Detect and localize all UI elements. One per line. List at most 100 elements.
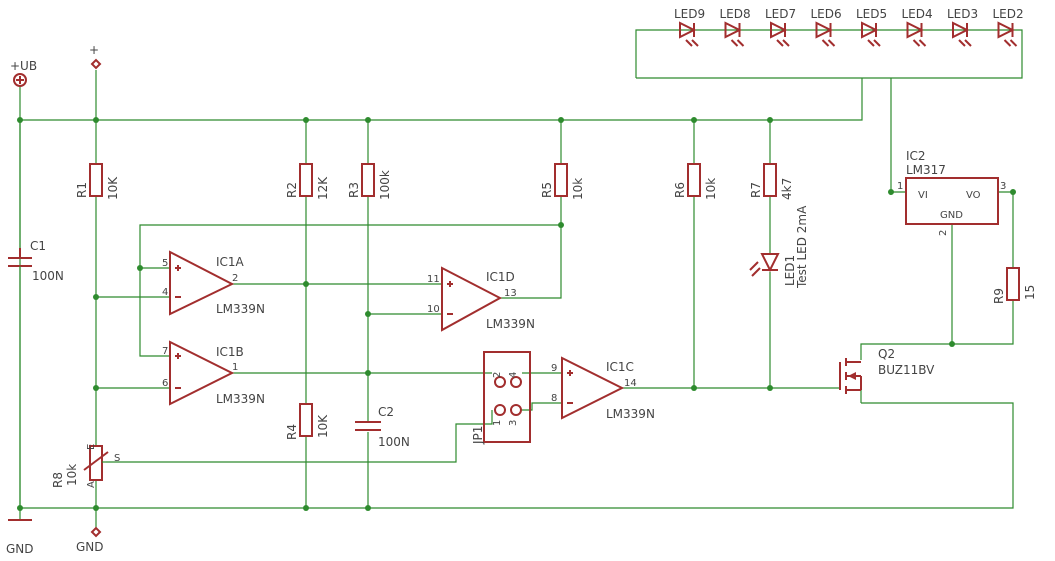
jp1-pin-label: 2 [492,372,503,378]
junction-dot [303,281,309,287]
r3-value: 100k [378,170,392,200]
led-ray-icon [782,39,790,47]
led-led2: LED2 [993,7,1024,47]
comparator-ic1b: 7 6 1 IC1B LM339N [162,340,265,406]
led-diode-icon [815,21,833,39]
ic2-vi: VI [918,190,928,201]
ub-label: +UB [10,59,37,73]
ic1b-pin-minus: 6 [162,378,168,389]
wire-wiper-jp1 [106,410,493,463]
junction-dot [365,505,371,511]
ic2-vo: VO [966,190,981,201]
comparator-ic1c: 9 8 14 IC1C LM339N [551,356,655,421]
ic2-gnd: GND [940,210,963,221]
ic2-pin3: 3 [1000,181,1006,192]
ic1d-pin-plus: 11 [427,274,440,285]
ic1c-pin-plus: 9 [551,363,557,374]
r4-value: 10K [316,414,330,438]
potentiometer-r8: R8 10k E A S [51,444,120,488]
led-ray-icon [1003,39,1012,47]
r8-pin-e: E [86,444,97,450]
r8-pin-a: A [86,481,97,488]
resistor-r9: R9 15 [992,267,1037,304]
jp1-name: JP1 [471,426,485,445]
led-label: LED8 [720,7,751,21]
gnd-left-label: GND [6,542,34,556]
wire-r9-bottom [860,300,1014,360]
wires [19,29,1023,528]
q2-part: BUZ11BV [878,363,935,377]
led-ray-icon [964,39,972,47]
r7-value: 4k7 [780,178,794,200]
ic1b-pin-out: 1 [232,362,238,373]
led-ray-icon [958,39,966,47]
led-led3: LED3 [947,7,978,47]
led-ray-icon [730,39,739,47]
led-ray-icon [736,39,745,47]
led-label: LED9 [674,7,705,21]
r1-value: 10K [106,176,120,200]
r2-name: R2 [285,182,299,198]
led1-diode-icon [760,253,780,273]
junction-dot [303,117,309,123]
junction-dot [365,311,371,317]
wire-ic2-in [890,78,905,193]
capacitor-c1: C1 100N [8,239,64,508]
c2-value: 100N [378,435,410,449]
ic1c-name: IC1C [606,360,634,374]
led-led9: LED9 [674,7,705,47]
ic1c-pin-minus: 8 [551,393,557,404]
wire-feedback [139,224,561,357]
ic1c-triangle-icon [561,356,625,420]
junction-dot [558,222,564,228]
q2-name: Q2 [878,347,895,361]
junction-dot [691,117,697,123]
r7-name: R7 [749,182,763,198]
led-diode-icon [952,21,970,39]
ic1a-part: LM339N [216,302,265,316]
junction-dot [767,385,773,391]
resistor-r4: R4 10K [285,403,330,440]
led-label: LED3 [947,7,978,21]
wire-ic2-out [998,191,1014,268]
led-ray-icon [867,39,875,47]
led-label: LED5 [856,7,887,21]
gnd-right-label: GND [76,540,104,554]
jp1-pin-icon [510,376,522,388]
junction-dot [93,117,99,123]
led-label: LED4 [902,7,933,21]
r9-value: 15 [1023,285,1037,300]
junction-dot [303,505,309,511]
ub-symbol-icon [13,73,27,87]
junction-dot [767,117,773,123]
led-led6: LED6 [811,7,842,47]
led-led4: LED4 [902,7,933,47]
mosfet-q2: Q2 BUZ11BV [839,347,935,394]
jp1-pin-icon [510,404,522,416]
ic1c-part: LM339N [606,407,655,421]
r8-name: R8 [51,472,65,488]
led-label: LED6 [811,7,842,21]
ic1a-pin-minus: 4 [162,287,168,298]
led-ray-icon [918,39,927,47]
wire-led-string [635,29,1023,79]
ic1d-pin-minus: 10 [427,304,440,315]
ic1c-pin-out: 14 [624,378,637,389]
led-label: LED2 [993,7,1024,21]
led-ray-icon [691,39,699,47]
jp1-pin-label: 4 [508,372,519,378]
ic2-body [905,177,999,225]
ic1a-pin-out: 2 [232,273,238,284]
jp1-pin-label: 1 [492,420,503,426]
plus-label: + [89,43,99,57]
r5-value: 10k [571,178,585,200]
led1-ray-icon [749,261,759,271]
resistor-r5: R5 10k [540,163,585,200]
gnd-right: GND [76,526,104,554]
r1-name: R1 [75,182,89,198]
led-led8: LED8 [720,7,751,47]
junction-dot [137,265,143,271]
wire-jp1-ic1c-minus [522,402,562,411]
